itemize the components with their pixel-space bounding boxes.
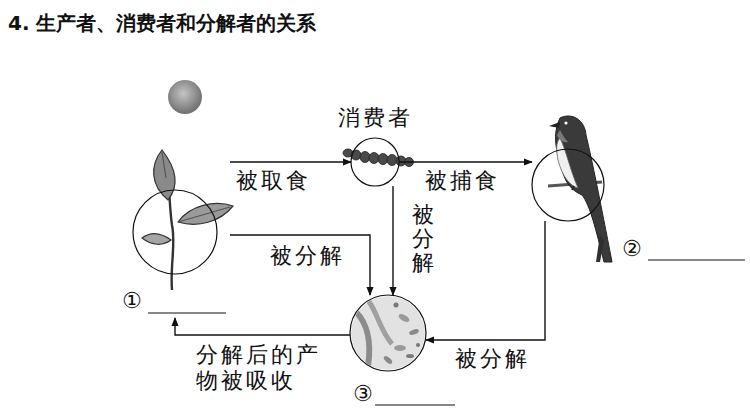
edge-label: 被分解	[270, 243, 345, 269]
sun	[168, 80, 202, 114]
arrow-connector	[175, 318, 350, 335]
circle-outline	[350, 295, 426, 371]
organism-circle: ①	[120, 148, 230, 318]
answer-blank	[648, 260, 745, 261]
microorganisms	[351, 296, 425, 370]
node-label: ①	[122, 289, 142, 313]
edge-label: 被捕食	[425, 168, 500, 194]
organism-circle: 消费者	[351, 138, 399, 186]
answer-blank	[375, 405, 455, 406]
edge-label: 分解后的产物被吸收	[196, 342, 330, 394]
circle-outline	[133, 190, 217, 274]
circle-outline	[532, 149, 604, 221]
arrow-connector	[230, 235, 370, 295]
circle-outline	[350, 295, 426, 371]
circle-outline	[351, 138, 399, 186]
arrow-connector	[230, 161, 351, 162]
answer-blank	[148, 313, 226, 314]
edge-label: 被取食	[236, 168, 311, 194]
edge-label: 被分解	[412, 203, 434, 276]
arrow-connector	[426, 221, 545, 340]
edge-label: 被分解	[455, 346, 530, 372]
circle-outline	[532, 149, 604, 221]
swallow	[548, 116, 612, 262]
organism-circle: ②	[532, 149, 604, 221]
node-label: 消费者	[338, 106, 413, 130]
arrow-connector	[392, 186, 393, 295]
node-label: ③	[353, 382, 373, 406]
diagram-title: 4. 生产者、消费者和分解者的关系	[8, 10, 316, 37]
arrow-connector	[399, 161, 532, 162]
node-label: ②	[622, 237, 642, 261]
organism-circle: ③	[350, 295, 426, 371]
circle-outline	[351, 138, 399, 186]
